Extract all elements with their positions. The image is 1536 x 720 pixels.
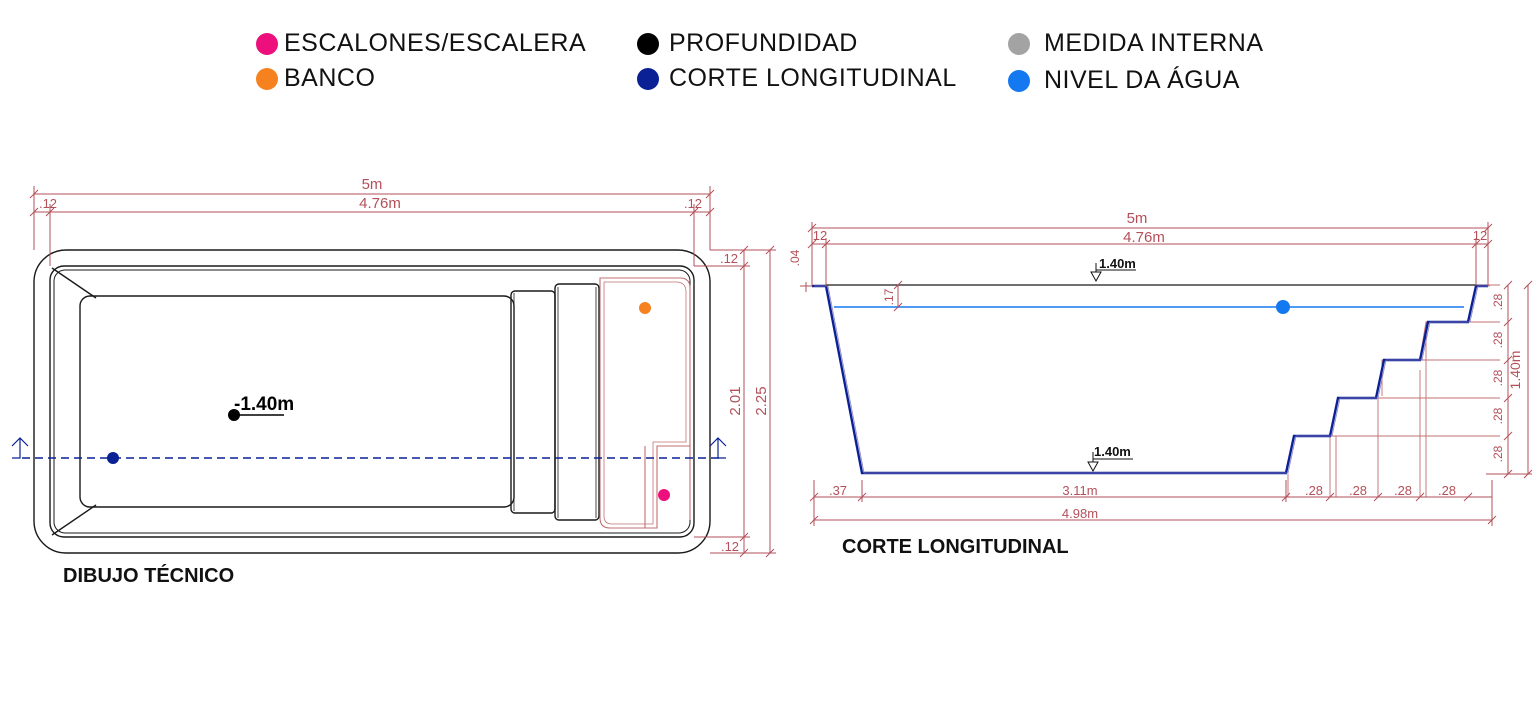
plan-inner-length: 4.76m (359, 195, 401, 212)
section-floor: 3.11m (1062, 483, 1097, 498)
gray-dot-icon (1008, 32, 1030, 55)
legend-label: ESCALONES/ESCALERA (284, 29, 587, 57)
water-level-marker (1276, 300, 1290, 314)
depth-label: -1.40m (234, 394, 294, 415)
section-rim: .04 (788, 249, 802, 266)
section-edge-left: 12 (813, 228, 827, 243)
navy-dot-icon (637, 67, 659, 90)
section-step3: .28 (1394, 483, 1412, 498)
legend-item-profundidad: PROFUNDIDAD (637, 29, 858, 58)
section-depth: 1.40m (1507, 351, 1523, 390)
legend-item-nivel: NIVEL DA ÁGUA (1008, 66, 1240, 95)
pool-outer-shell (33, 249, 711, 554)
level-top-label: 1.40m (1099, 256, 1136, 271)
section-riser1: .28 (1491, 293, 1505, 310)
pink-dot-icon (256, 32, 278, 55)
legend-label: NIVEL DA ÁGUA (1044, 66, 1240, 94)
legend-label: CORTE LONGITUDINAL (669, 64, 957, 92)
legend-item-banco: BANCO (256, 64, 375, 93)
banco-marker (639, 302, 651, 314)
plan-dimensions (29, 186, 776, 558)
legend-item-corte: CORTE LONGITUDINAL (637, 64, 957, 93)
step-1 (510, 290, 556, 514)
plan-title: DIBUJO TÉCNICO (63, 564, 234, 587)
black-dot-icon (637, 32, 659, 55)
pool-floor (79, 295, 515, 508)
pool-inner-rim (49, 265, 695, 538)
corte-marker (107, 452, 119, 464)
legend-label: MEDIDA INTERNA (1044, 29, 1264, 57)
plan-total-length: 5m (362, 176, 383, 193)
blue-dot-icon (1008, 69, 1030, 92)
legend-label: BANCO (284, 64, 376, 92)
plan-edge-bottom: .12 (721, 539, 739, 554)
section-riser2: .28 (1491, 331, 1505, 348)
section-riser4: .28 (1491, 407, 1505, 424)
section-riser3: .28 (1491, 369, 1505, 386)
level-bottom-label: 1.40m (1094, 444, 1131, 459)
level-symbol-bottom (1087, 452, 1133, 473)
section-dimensions (800, 222, 1533, 526)
section-inner-length: 4.76m (1123, 229, 1165, 246)
legend-item-medida: MEDIDA INTERNA (1008, 29, 1264, 58)
plan-edge-top: .12 (720, 251, 738, 266)
section-cut-line (11, 437, 727, 459)
section-water-gap: .17 (882, 288, 896, 305)
legend-label: PROFUNDIDAD (669, 29, 858, 57)
legend-item-escalones: ESCALONES/ESCALERA (256, 29, 586, 58)
step-2 (554, 283, 600, 521)
plan-edge-right: .12 (684, 196, 702, 211)
section-step4: .28 (1438, 483, 1456, 498)
plan-inner-width: 2.01 (727, 386, 744, 415)
section-slope: .37 (829, 483, 847, 498)
section-profile (812, 284, 1490, 475)
section-edge-right: 12 (1473, 228, 1487, 243)
section-title: CORTE LONGITUDINAL (842, 536, 1069, 558)
escalones-marker (658, 489, 670, 501)
level-symbol-top (1090, 263, 1136, 283)
section-step2: .28 (1349, 483, 1367, 498)
section-bottom-length: 4.98m (1062, 506, 1098, 521)
plan-edge-left: .12 (39, 196, 57, 211)
plan-view (33, 249, 711, 554)
section-riser5: .28 (1491, 445, 1505, 462)
section-total-length: 5m (1127, 210, 1148, 227)
plan-total-width: 2.25 (753, 386, 770, 415)
bench (599, 277, 691, 529)
section-step1: .28 (1305, 483, 1323, 498)
orange-dot-icon (256, 67, 278, 90)
